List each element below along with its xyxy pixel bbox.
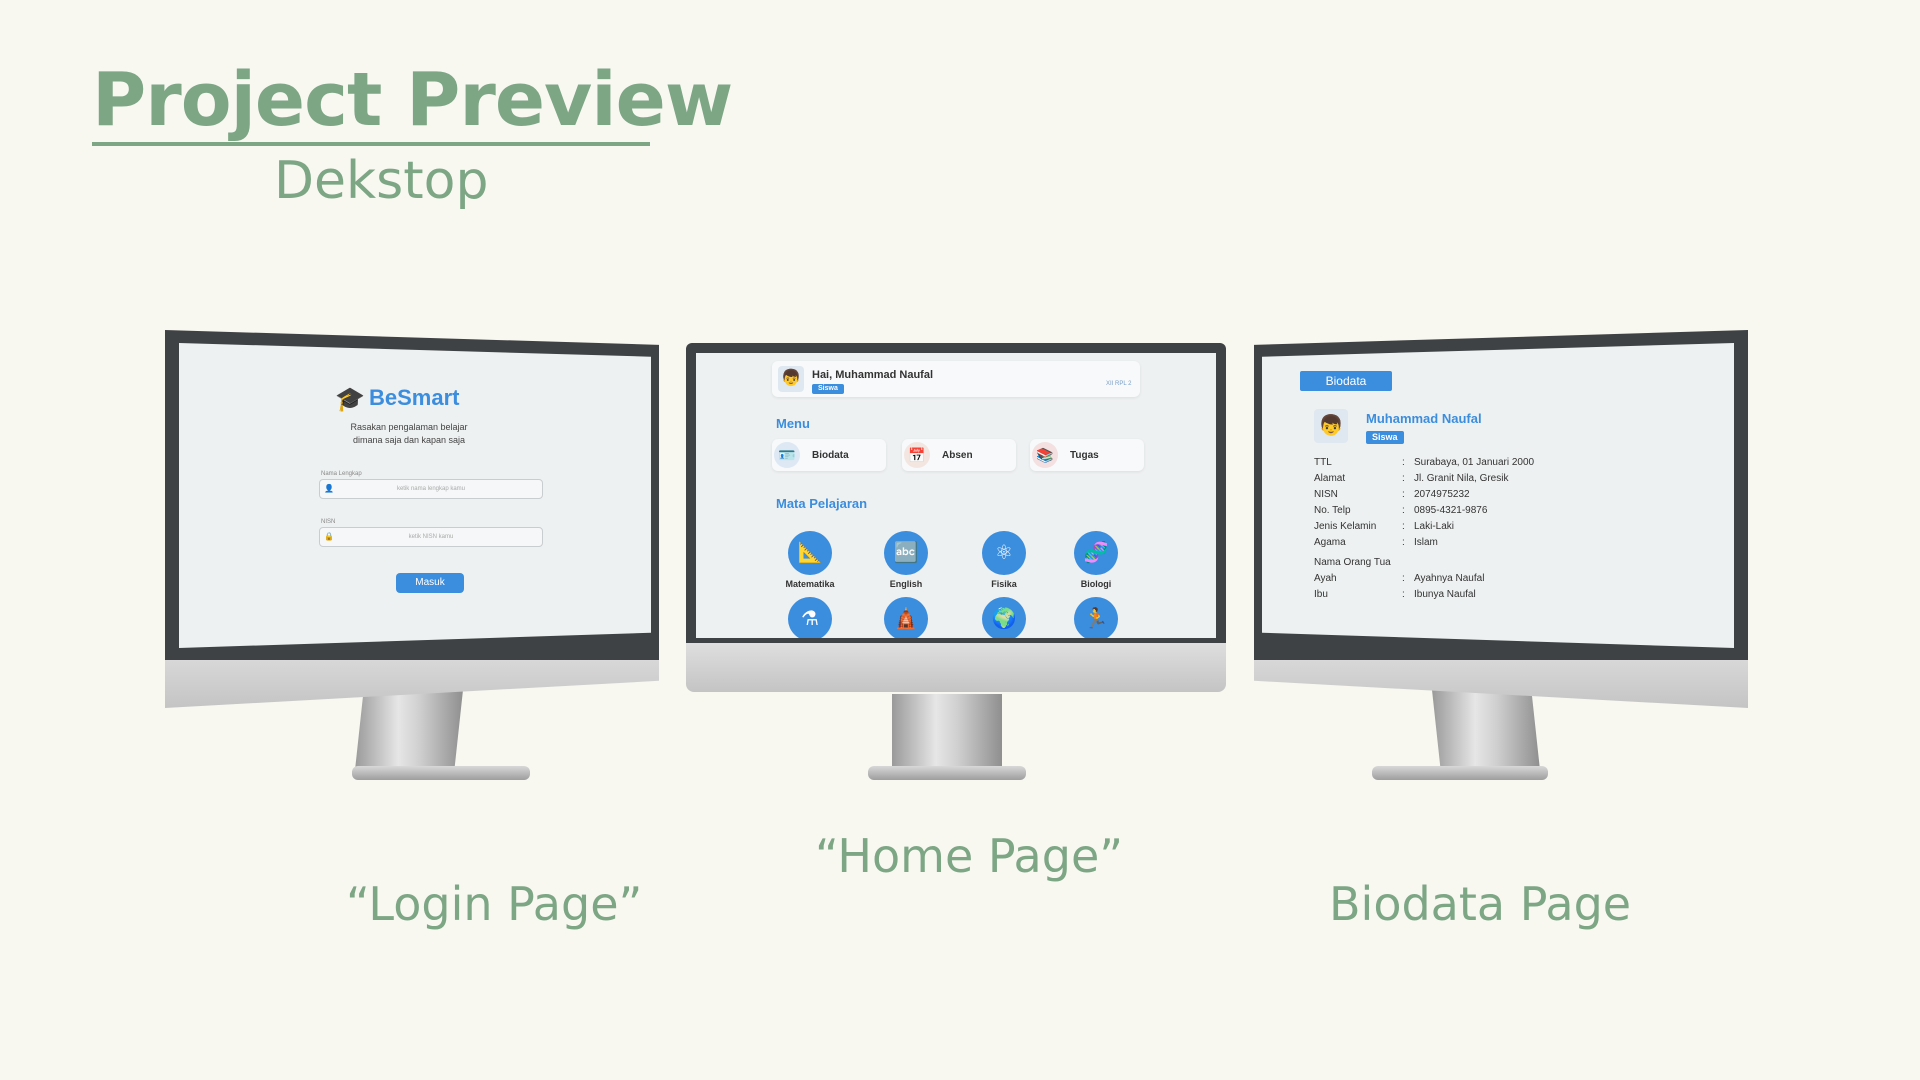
- biodata-screen: Biodata 👦 Muhammad Naufal Siswa TTL : Su…: [1262, 343, 1734, 648]
- field-value: Laki-Laki: [1414, 521, 1455, 532]
- sport-icon[interactable]: 🏃: [1074, 597, 1118, 638]
- class-label: XII RPL 2: [1106, 381, 1132, 387]
- field-value: Surabaya, 01 Januari 2000: [1414, 457, 1535, 468]
- field-separator: :: [1402, 489, 1405, 500]
- caption-login: “Login Page”: [346, 877, 643, 931]
- menu-item-biodata[interactable]: 🪪 Biodata: [772, 439, 886, 471]
- caption-biodata: Biodata Page: [1329, 877, 1632, 931]
- field-separator: :: [1402, 537, 1405, 548]
- biology-icon[interactable]: 🧬: [1074, 531, 1118, 575]
- lock-icon: 🔒: [324, 532, 334, 541]
- field-value: 0895-4321-9876: [1414, 505, 1488, 516]
- math-icon[interactable]: 📐: [788, 531, 832, 575]
- home-screen: 👦 Hai, Muhammad Naufal Siswa XII RPL 2 M…: [696, 353, 1216, 638]
- name-input[interactable]: 👤 ketik nama lengkap kamu: [319, 479, 543, 499]
- login-screen: 🎓 BeSmart Rasakan pengalaman belajar dim…: [179, 343, 651, 648]
- biodata-tab[interactable]: Biodata: [1300, 371, 1392, 391]
- menu-item-absen[interactable]: 📅 Absen: [902, 439, 1016, 471]
- english-icon[interactable]: 🔤: [884, 531, 928, 575]
- field-separator: :: [1402, 505, 1405, 516]
- globe-icon[interactable]: 🌍: [982, 597, 1026, 638]
- field-value: Ibunya Naufal: [1414, 589, 1476, 600]
- monitor-base: [868, 766, 1026, 780]
- page-title: Project Preview: [92, 57, 733, 143]
- field-label: Ibu: [1314, 589, 1328, 600]
- field-value: Jl. Granit Nila, Gresik: [1414, 473, 1509, 484]
- login-button[interactable]: Masuk: [396, 573, 464, 593]
- subjects-title: Mata Pelajaran: [776, 496, 868, 511]
- monitor-stand: [892, 694, 1002, 768]
- parents-heading: Nama Orang Tua: [1314, 557, 1391, 568]
- field-separator: :: [1402, 573, 1405, 584]
- physics-icon[interactable]: ⚛: [982, 531, 1026, 575]
- menu-title: Menu: [776, 416, 810, 431]
- avatar: 👦: [1314, 409, 1348, 443]
- monitor-base: [1372, 766, 1548, 780]
- menu-label: Tugas: [1070, 450, 1099, 461]
- subject-label: English: [889, 579, 923, 589]
- field-separator: :: [1402, 589, 1405, 600]
- name-label: Nama Lengkap: [321, 471, 362, 477]
- tagline-line-2: dimana saja dan kapan saja: [352, 435, 466, 445]
- field-label: Jenis Kelamin: [1314, 521, 1377, 532]
- field-separator: :: [1402, 473, 1405, 484]
- nisn-input[interactable]: 🔒 ketik NISN kamu: [319, 527, 543, 547]
- user-icon: 👤: [324, 484, 334, 493]
- field-value: Islam: [1414, 537, 1438, 548]
- graduation-cap-icon: 🎓: [335, 386, 365, 413]
- nisn-label: NISN: [321, 519, 336, 525]
- caption-home: “Home Page”: [815, 829, 1124, 883]
- field-label: Agama: [1314, 537, 1346, 548]
- field-label: Ayah: [1314, 573, 1337, 584]
- profile-card: 👦 Hai, Muhammad Naufal Siswa XII RPL 2: [772, 361, 1140, 397]
- student-name: Muhammad Naufal: [1366, 411, 1482, 426]
- monitor-chin: [686, 640, 1226, 692]
- menu-label: Biodata: [812, 450, 849, 461]
- monitor-stand: [1432, 690, 1540, 770]
- app-logo: BeSmart: [369, 385, 460, 410]
- id-card-icon: 🪪: [774, 442, 800, 468]
- field-label: No. Telp: [1314, 505, 1351, 516]
- calendar-icon: 📅: [904, 442, 930, 468]
- role-badge: Siswa: [812, 384, 844, 394]
- chemistry-icon[interactable]: ⚗: [788, 597, 832, 638]
- greeting: Hai, Muhammad Naufal: [812, 369, 934, 381]
- subject-label: Fisika: [991, 579, 1017, 589]
- temple-icon[interactable]: 🛕: [884, 597, 928, 638]
- field-label: Alamat: [1314, 473, 1346, 484]
- field-separator: :: [1402, 521, 1405, 532]
- monitor-stand: [355, 690, 463, 770]
- field-value: Ayahnya Naufal: [1414, 573, 1485, 584]
- subject-label: Biologi: [1080, 579, 1112, 589]
- field-value: 2074975232: [1414, 489, 1470, 500]
- menu-item-tugas[interactable]: 📚 Tugas: [1030, 439, 1144, 471]
- role-badge: Siswa: [1366, 431, 1404, 444]
- tagline: Rasakan pengalaman belajar dimana saja d…: [299, 421, 519, 447]
- monitor-base: [352, 766, 530, 780]
- name-placeholder: ketik nama lengkap kamu: [396, 486, 466, 492]
- page-subtitle: Dekstop: [274, 151, 489, 211]
- avatar: 👦: [778, 366, 804, 392]
- tagline-line-1: Rasakan pengalaman belajar: [350, 422, 468, 432]
- menu-label: Absen: [942, 450, 973, 461]
- field-separator: :: [1402, 457, 1405, 468]
- title-underline: [92, 142, 650, 146]
- field-label: NISN: [1314, 489, 1338, 500]
- field-label: TTL: [1314, 457, 1332, 468]
- books-icon: 📚: [1032, 442, 1058, 468]
- subject-label: Matematika: [785, 579, 835, 589]
- nisn-placeholder: ketik NISN kamu: [408, 534, 454, 540]
